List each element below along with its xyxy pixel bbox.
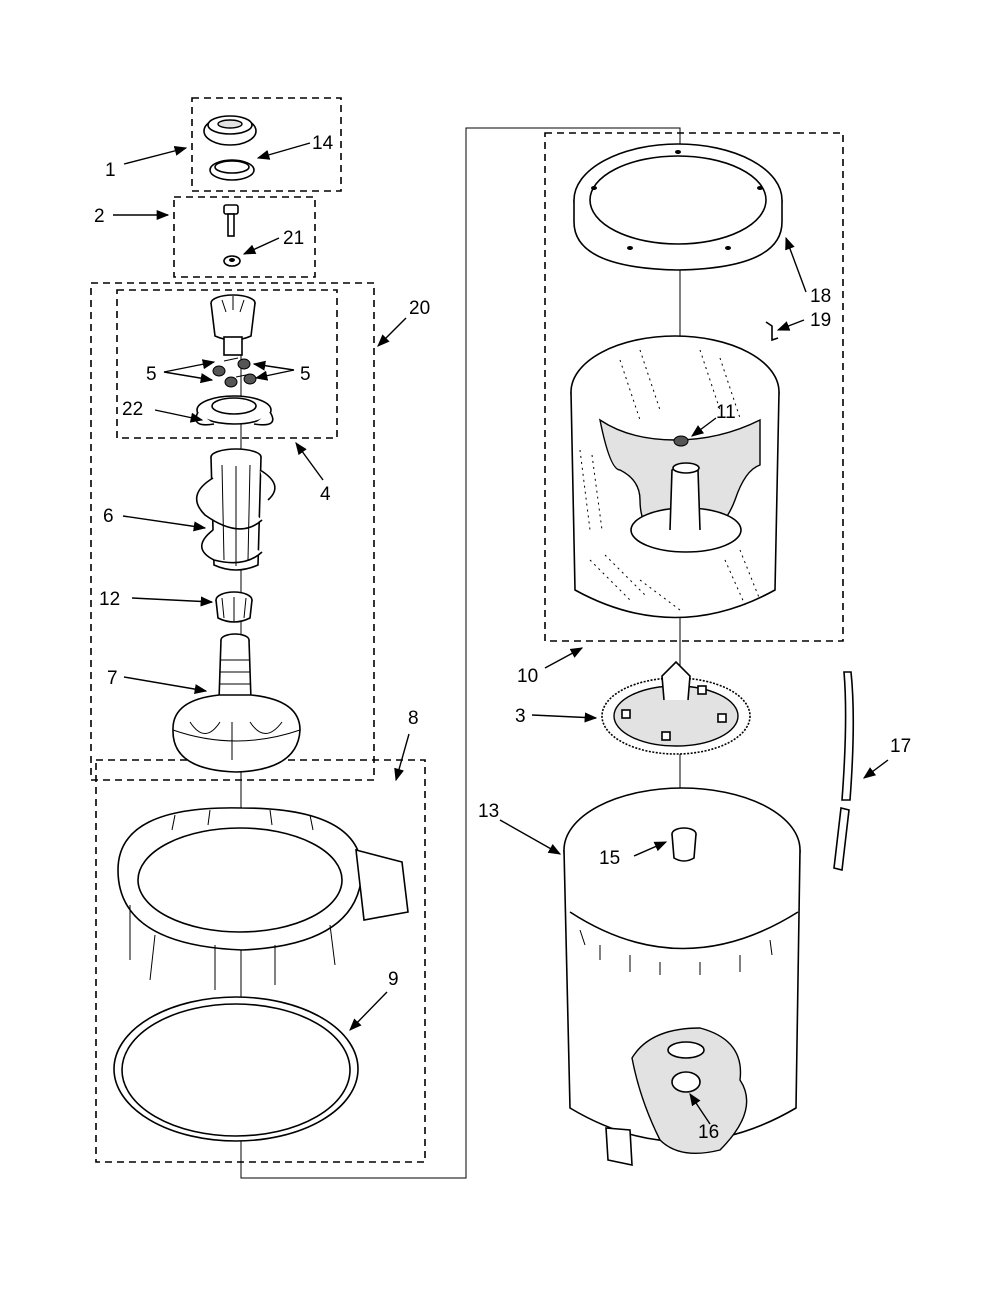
agitator-dogs: [212, 357, 257, 388]
callout-2: 2: [94, 206, 105, 227]
callout-17: 17: [890, 736, 911, 757]
balance-ring: [573, 143, 783, 271]
callout-16: 16: [698, 1122, 719, 1143]
drive-block-filter: [601, 660, 751, 755]
group-box-4: [116, 289, 338, 439]
basket-clip: [765, 321, 779, 342]
group-box-10: [544, 132, 844, 642]
tub-ring: [117, 807, 409, 990]
callout-5-left: 5: [146, 364, 157, 385]
drive-bell: [215, 591, 253, 623]
callout-18: 18: [810, 286, 831, 307]
agitator-cam: [210, 294, 256, 356]
agitator-auger: [195, 448, 276, 571]
callout-labels: 1 14 2 21 20 5 5 22 4 6 12 7 8 9 18 19 1…: [94, 133, 911, 1143]
tub-seal: [113, 996, 359, 1142]
group-box-8: [95, 759, 426, 1163]
bolt-washer: [223, 255, 241, 267]
callout-4: 4: [320, 484, 331, 505]
spin-basket: [570, 335, 780, 619]
callout-6: 6: [103, 506, 114, 527]
callout-11: 11: [716, 402, 736, 423]
group-boxes: [90, 97, 844, 1163]
callout-14: 14: [312, 133, 334, 154]
basket-perforations: [579, 349, 761, 611]
callout-15: 15: [599, 848, 620, 869]
agitator-ramp: [195, 395, 274, 426]
callout-7: 7: [107, 668, 118, 689]
agitator-cap: [203, 115, 257, 146]
callout-8: 8: [408, 708, 419, 729]
group-box-20: [90, 282, 375, 781]
agitator-bolt: [223, 204, 239, 237]
group-box-1: [191, 97, 342, 192]
callout-19: 19: [810, 310, 831, 331]
group-box-2: [173, 196, 316, 278]
tub-bearing: [671, 827, 697, 862]
callout-1: 1: [105, 160, 116, 181]
callout-10: 10: [517, 666, 538, 687]
callout-22: 22: [122, 399, 143, 420]
callout-12: 12: [99, 589, 120, 610]
callout-3: 3: [515, 706, 526, 727]
callout-5-right: 5: [300, 364, 311, 385]
agitator-base: [172, 633, 301, 773]
callout-21: 21: [283, 228, 304, 249]
drain-hose: [833, 671, 855, 871]
callout-13: 13: [478, 801, 499, 822]
leader-arrows: [113, 142, 889, 1125]
callout-20: 20: [409, 298, 430, 319]
callout-9: 9: [388, 969, 399, 990]
cap-seal-ring: [209, 159, 255, 181]
